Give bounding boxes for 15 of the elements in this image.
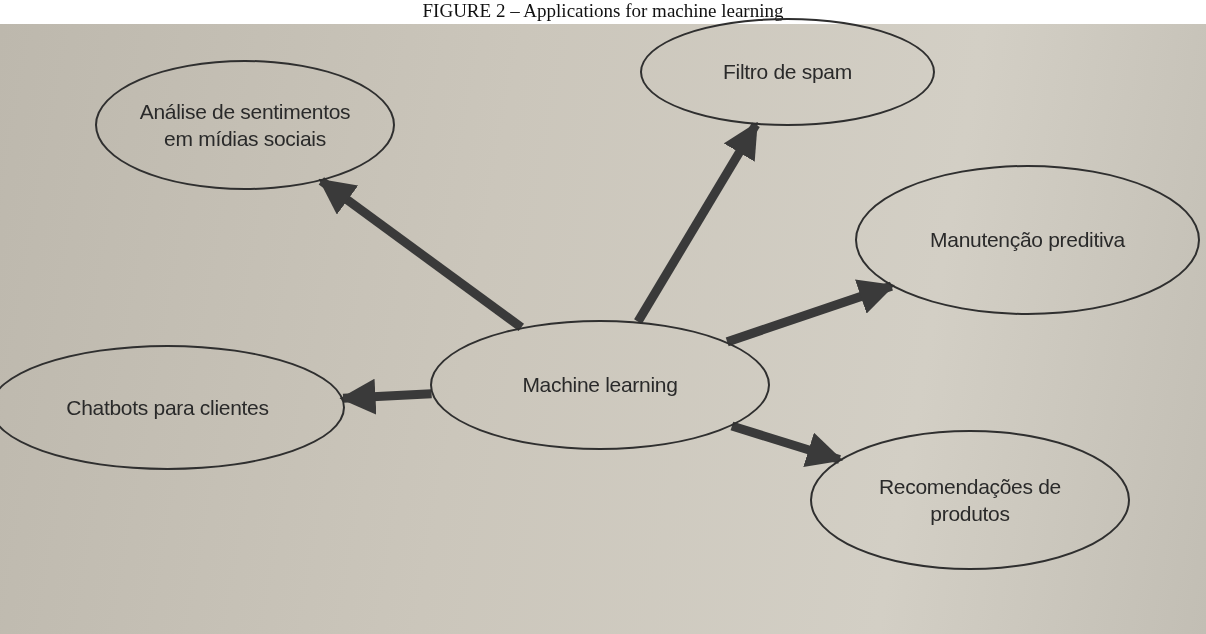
- arrow: [318, 177, 524, 331]
- node-label: Chatbots para clientes: [66, 394, 269, 421]
- arrow: [730, 421, 843, 468]
- node-label: Recomendações de produtos: [878, 473, 1062, 527]
- ellipse-node: [95, 60, 395, 190]
- ellipse-node: [810, 430, 1130, 570]
- node-label: Filtro de spam: [723, 59, 852, 86]
- node-label: Machine learning: [522, 372, 678, 399]
- arrow: [725, 279, 895, 347]
- figure-title: FIGURE 2 – Applications for machine learning: [421, 0, 785, 22]
- ellipse-node: [855, 165, 1200, 315]
- node-label: Análise de sentimentos em mídias sociais: [138, 98, 352, 152]
- ellipse-node: [0, 345, 345, 470]
- ellipse-node: [430, 320, 770, 450]
- node-label: Manutenção preditiva: [930, 227, 1125, 254]
